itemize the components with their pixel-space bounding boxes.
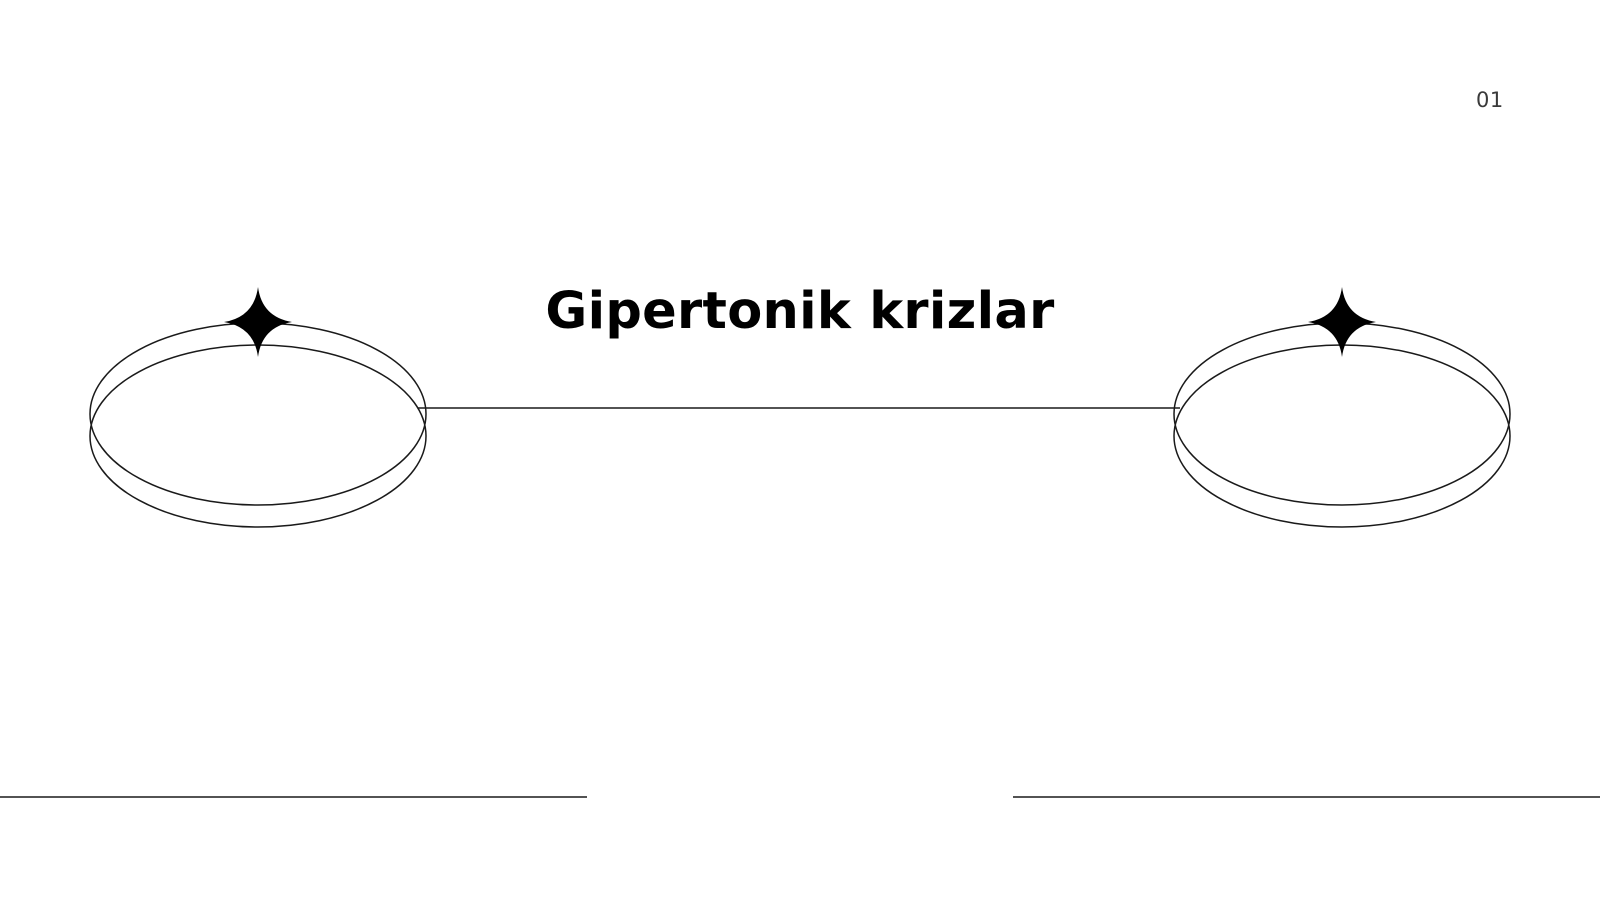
right-sparkle-icon: [1308, 287, 1376, 357]
left-ring-ornament-icon: [89, 287, 427, 528]
page-number: 01: [1476, 88, 1504, 112]
slide-title: Gipertonik krizlar: [545, 282, 1055, 341]
right-ring-ornament-icon: [1173, 287, 1511, 528]
left-sparkle-icon: [224, 287, 292, 357]
